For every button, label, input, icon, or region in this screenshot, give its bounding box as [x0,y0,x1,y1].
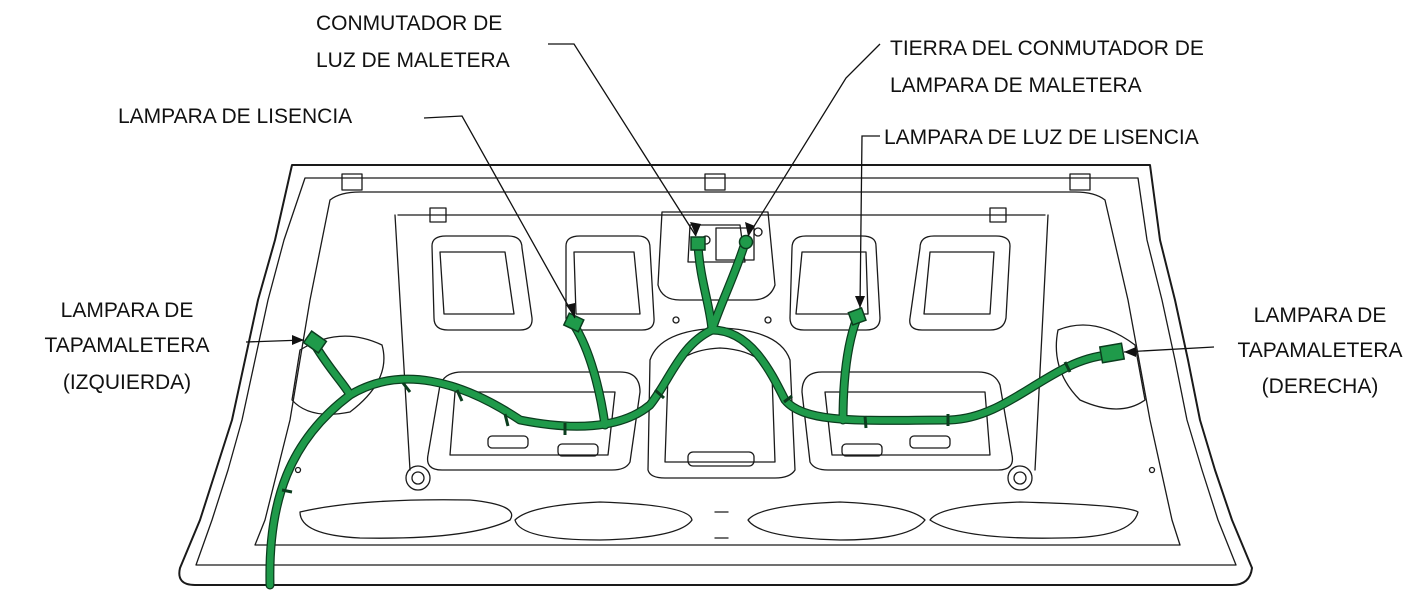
callout-license-lamp-right: LAMPARA DE LUZ DE LISENCIA [884,126,1199,149]
leader-lines [245,43,1215,353]
label-lid-lamp-left-line3: (IZQUIERDA) [63,371,191,394]
label-lid-lamp-right-line3: (DERECHA) [1262,375,1379,398]
leader-license-lamp-left [423,115,576,319]
leader-lid-lamp-right [1123,346,1215,353]
label-license-lamp-left: LAMPARA DE LISENCIA [118,105,352,128]
callout-lid-lamp-left: LAMPARA DE TAPAMALETERA (IZQUIERDA) [45,299,210,394]
label-lid-lamp-right-line2: TAPAMALETERA [1238,339,1403,362]
callout-trunk-switch: CONMUTADOR DE LUZ DE MALETERA [316,12,510,72]
label-trunk-switch-line2: LUZ DE MALETERA [316,49,510,72]
label-ground-line1: TIERRA DEL CONMUTADOR DE [890,37,1204,60]
label-ground-line2: LAMPARA DE MALETERA [890,74,1142,97]
leader-switch-ground [747,43,881,237]
connector-lid-lamp-left [302,330,328,354]
leader-arrowheads [292,222,1136,357]
callout-lid-lamp-right: LAMPARA DE TAPAMALETERA (DERECHA) [1238,304,1403,398]
label-lid-lamp-left-line2: TAPAMALETERA [45,334,210,357]
label-lid-lamp-right-line1: LAMPARA DE [1254,304,1387,327]
leader-license-lamp-right [859,135,880,309]
connector-switch-ground [738,234,754,250]
connector-license-lamp-left [562,312,585,333]
callout-switch-ground: TIERRA DEL CONMUTADOR DE LAMPARA DE MALE… [890,37,1204,97]
label-lid-lamp-left-line1: LAMPARA DE [61,299,194,322]
connector-trunk-switch [690,236,706,251]
callout-license-lamp-left: LAMPARA DE LISENCIA [118,105,352,128]
label-license-lamp-right: LAMPARA DE LUZ DE LISENCIA [884,126,1199,149]
leader-trunk-switch [548,43,697,237]
connector-lid-lamp-right [1098,342,1126,364]
connector-license-lamp-right [847,307,867,326]
label-trunk-switch-line1: CONMUTADOR DE [316,12,502,35]
wiring-harness [265,234,1126,590]
